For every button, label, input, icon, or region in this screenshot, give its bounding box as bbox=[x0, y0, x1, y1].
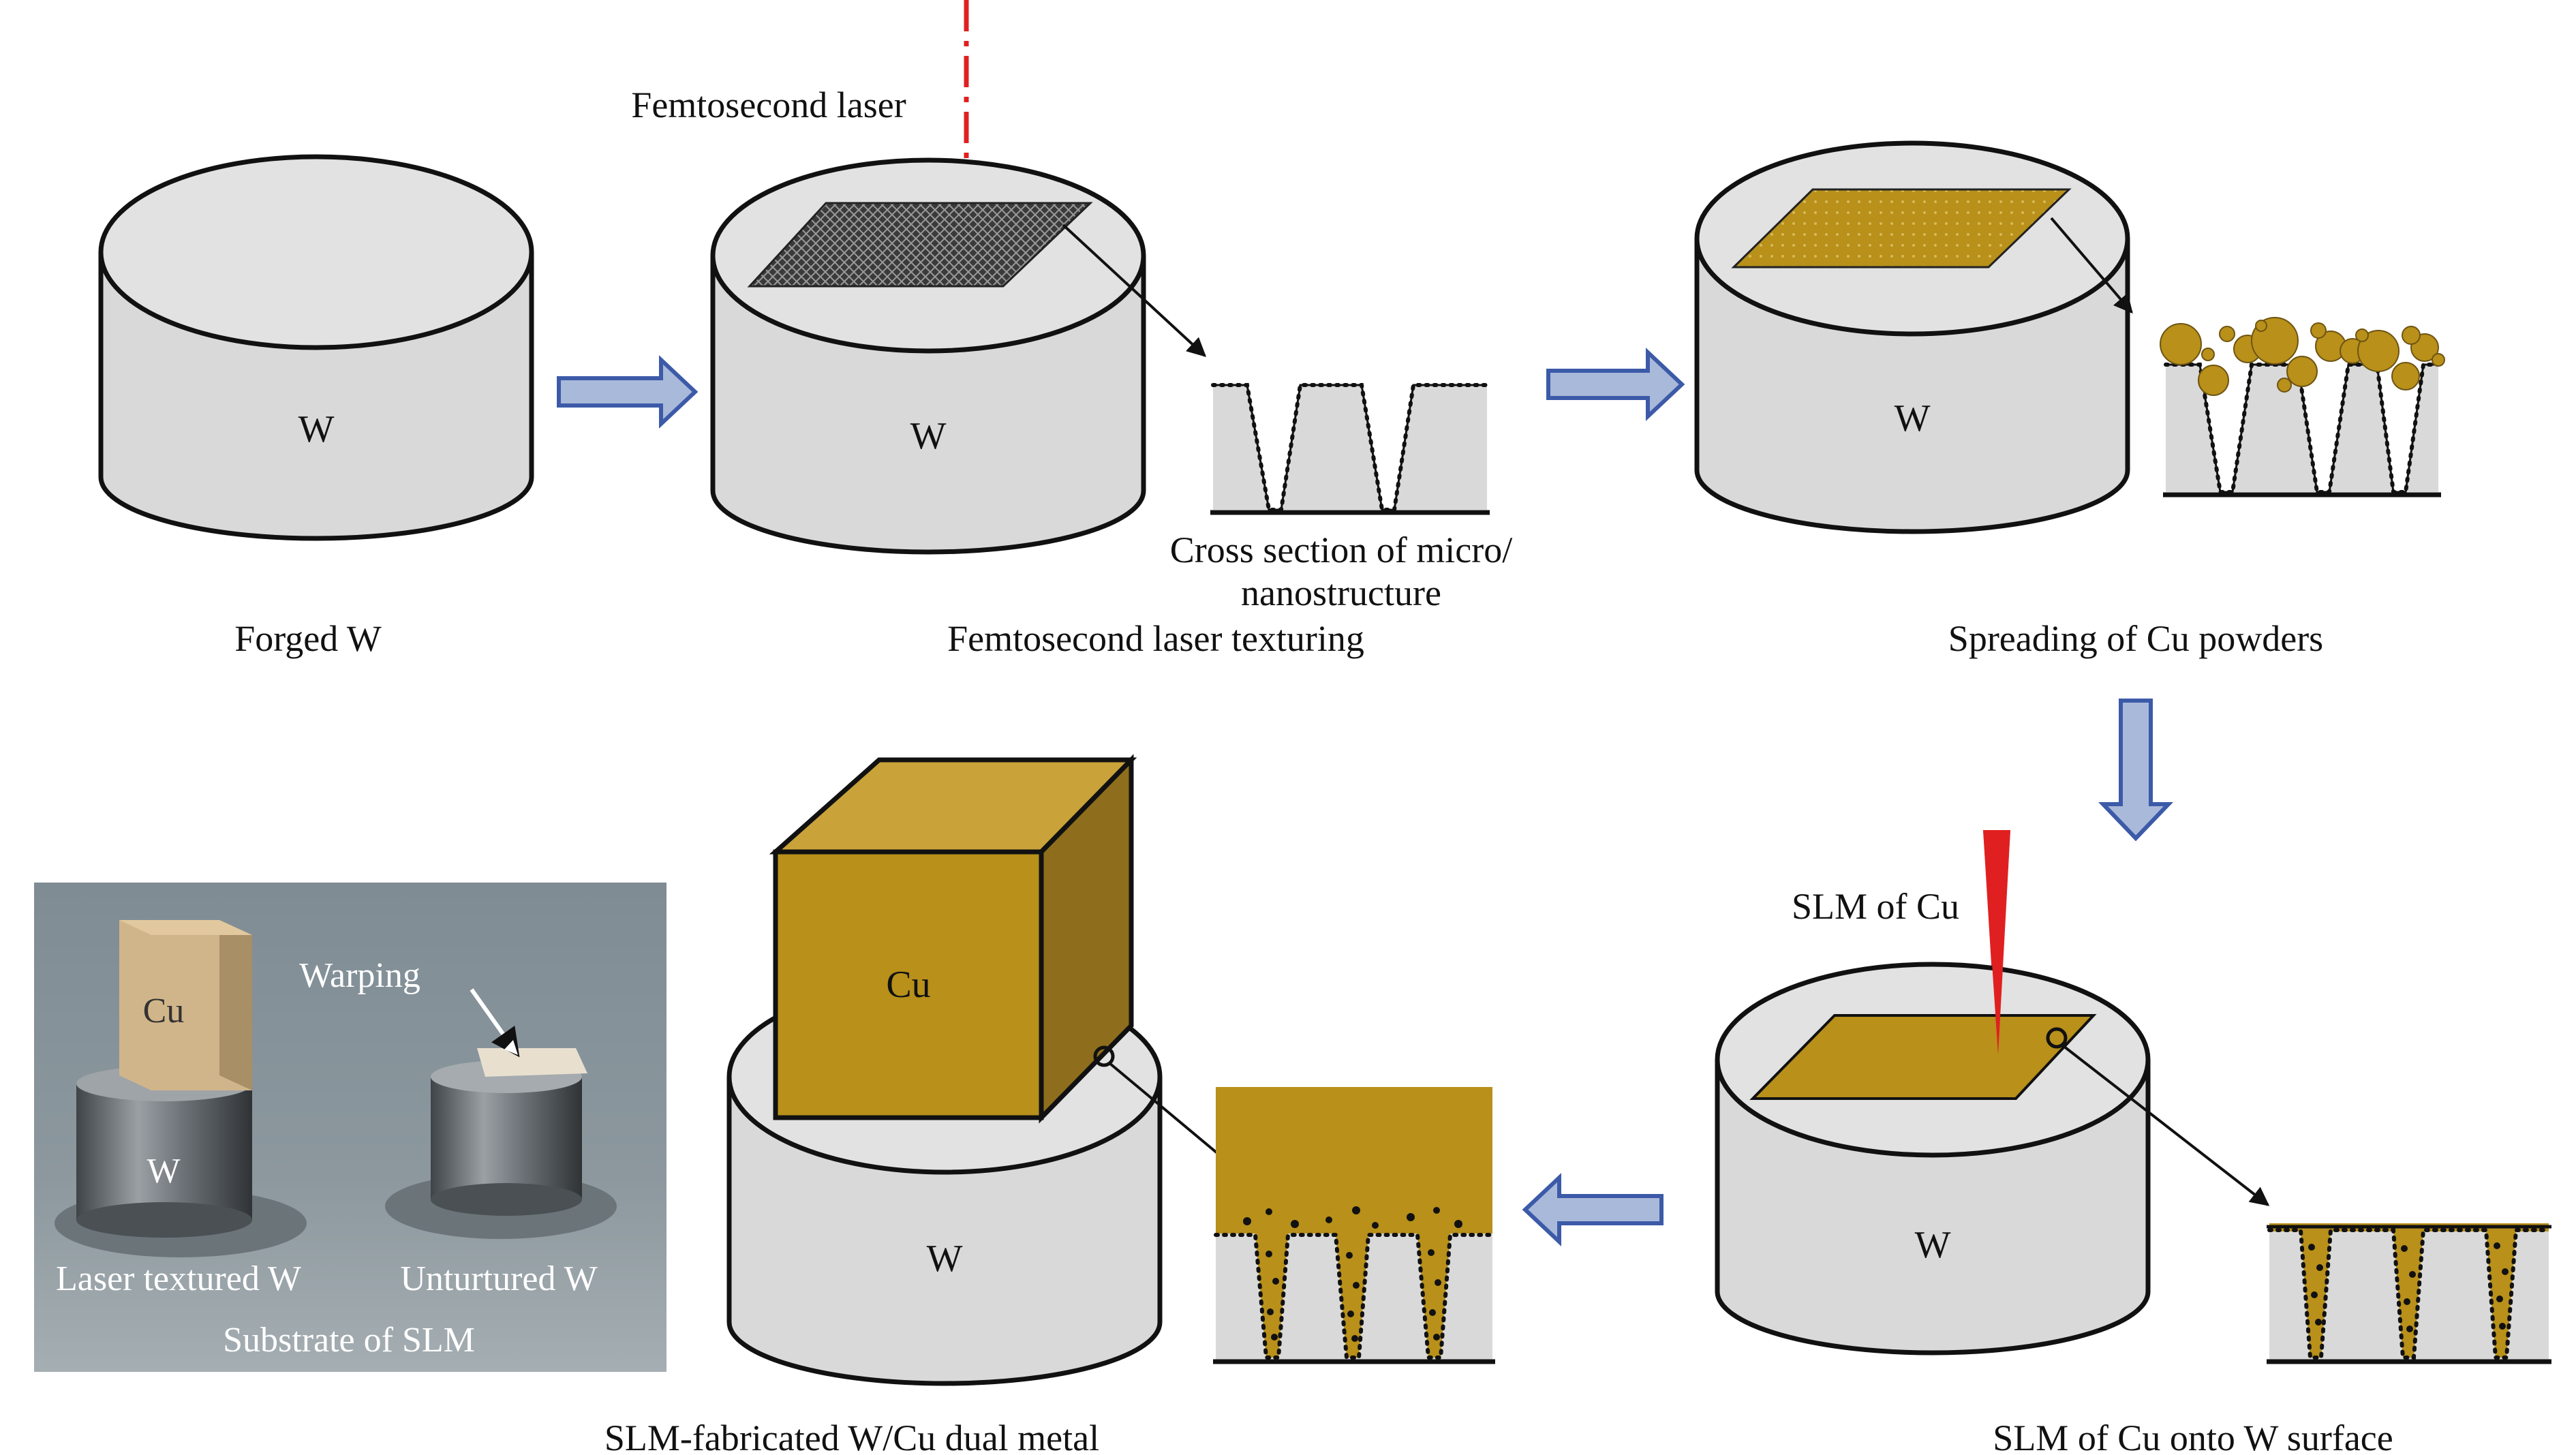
cross-section-powder bbox=[2160, 317, 2445, 497]
cu-cube: Cu bbox=[769, 754, 1137, 1124]
photo-label-warping: Warping bbox=[299, 956, 420, 995]
process-arrow-right-2 bbox=[1546, 348, 1685, 421]
powder-w-cylinder: W bbox=[1694, 140, 2130, 534]
sample-photo: Cu W Warping Laser textured W Unturtured… bbox=[34, 883, 666, 1372]
callout-arrow bbox=[2062, 1045, 2270, 1206]
caption-slm-onto: SLM of Cu onto W surface bbox=[1993, 1418, 2393, 1455]
cylinder-label-w: W bbox=[910, 415, 947, 457]
textured-w-cylinder: W bbox=[710, 157, 1146, 555]
cross-section-label-line2: nanostructure bbox=[1241, 572, 1441, 613]
melted-cu-layer bbox=[1749, 1014, 2097, 1100]
cylinder-label-w: W bbox=[1915, 1224, 1951, 1266]
process-arrow-down bbox=[2098, 699, 2174, 842]
femtosecond-laser-label: Femtosecond laser bbox=[631, 85, 906, 125]
caption-forged-w: Forged W bbox=[234, 618, 382, 659]
cube-label-cu: Cu bbox=[886, 964, 930, 1006]
textured-area bbox=[747, 202, 1093, 288]
callout-arrow bbox=[1062, 224, 1207, 357]
caption-texturing: Femtosecond laser texturing bbox=[947, 618, 1364, 659]
photo-label-substrate: Substrate of SLM bbox=[223, 1321, 475, 1360]
forged-w-cylinder: W bbox=[98, 154, 534, 541]
slm-w-cylinder: W bbox=[1715, 830, 2151, 1356]
slm-of-cu-label: SLM of Cu bbox=[1792, 886, 1959, 927]
cross-section-slm bbox=[2267, 1223, 2551, 1364]
cu-powder-layer bbox=[1731, 188, 2072, 269]
cross-section-textured bbox=[1210, 383, 1490, 515]
photo-label-w: W bbox=[147, 1152, 180, 1191]
process-arrow-right-1 bbox=[557, 355, 699, 429]
process-arrow-left bbox=[1522, 1173, 1663, 1246]
caption-spreading: Spreading of Cu powders bbox=[1948, 618, 2323, 659]
photo-label-laser-textured: Laser textured W bbox=[56, 1259, 301, 1298]
cylinder-label-w: W bbox=[927, 1238, 963, 1280]
photo-label-cu: Cu bbox=[143, 992, 185, 1030]
photo-label-untextured: Unturtured W bbox=[400, 1259, 597, 1298]
cylinder-label-w: W bbox=[298, 408, 335, 450]
cylinder-label-w: W bbox=[1895, 397, 1931, 440]
detail-marker bbox=[2046, 1027, 2068, 1049]
caption-fabricated: SLM-fabricated W/Cu dual metal bbox=[604, 1418, 1099, 1455]
cross-section-label-line1: Cross section of micro/ bbox=[1170, 530, 1512, 570]
detail-marker bbox=[1093, 1045, 1115, 1067]
cross-section-bonded bbox=[1213, 1087, 1495, 1364]
callout-arrow bbox=[2050, 217, 2133, 314]
